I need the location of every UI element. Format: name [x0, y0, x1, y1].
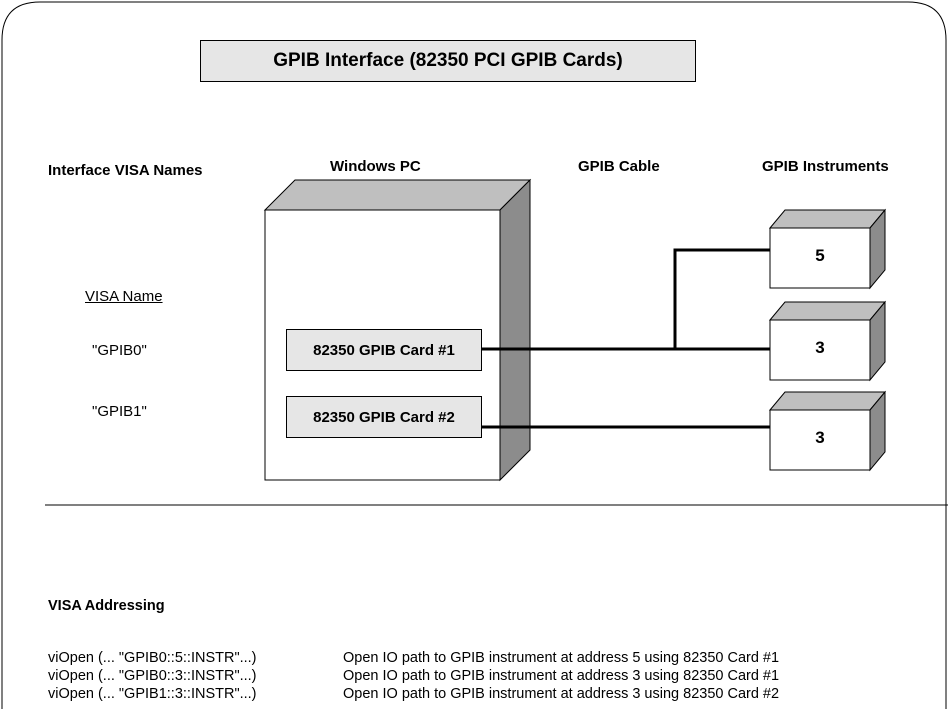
instrument-address-2: 3	[815, 338, 825, 357]
visa-name-header: VISA Name	[85, 288, 163, 305]
addressing-heading: VISA Addressing	[48, 598, 165, 614]
cable-branch	[673, 248, 770, 349]
instrument-box-1	[768, 208, 887, 290]
gpib-cables	[481, 248, 770, 429]
visa-name-gpib1: "GPIB1"	[92, 403, 147, 420]
gpib-card-2: 82350 GPIB Card #2	[286, 396, 482, 438]
header-windows-pc: Windows PC	[330, 158, 421, 175]
instrument-address-3: 3	[815, 428, 825, 447]
addressing-call-3: viOpen (... "GPIB1::3::INSTR"...)	[48, 686, 257, 702]
gpib-card-1: 82350 GPIB Card #1	[286, 329, 482, 371]
addressing-desc-1: Open IO path to GPIB instrument at addre…	[343, 650, 780, 666]
visa-name-gpib0: "GPIB0"	[92, 342, 147, 359]
header-visa-names: Interface VISA Names	[48, 162, 203, 179]
instrument-box-3	[768, 390, 887, 472]
addressing-desc-2: Open IO path to GPIB instrument at addre…	[343, 668, 780, 684]
instrument-address-1: 5	[815, 246, 825, 265]
addressing-call-1: viOpen (... "GPIB0::5::INSTR"...)	[48, 650, 257, 666]
header-gpib-instruments: GPIB Instruments	[762, 158, 889, 175]
addressing-desc-3: Open IO path to GPIB instrument at addre…	[343, 686, 780, 702]
addressing-call-2: viOpen (... "GPIB0::3::INSTR"...)	[48, 668, 257, 684]
header-gpib-cable: GPIB Cable	[578, 158, 660, 175]
diagram-title: GPIB Interface (82350 PCI GPIB Cards)	[200, 40, 696, 82]
instrument-box-2	[768, 300, 887, 382]
